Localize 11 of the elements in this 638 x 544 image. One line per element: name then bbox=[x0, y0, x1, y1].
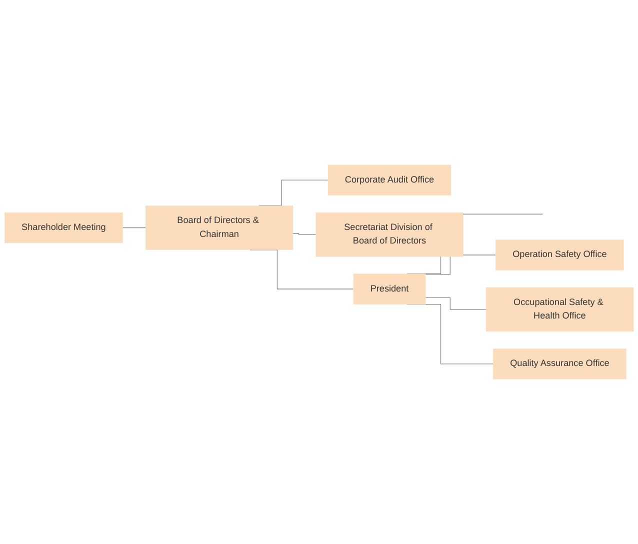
connector bbox=[292, 233, 316, 235]
node-box: Secretariat Division of Board of Directors bbox=[316, 212, 464, 257]
node-box: Operation Safety Office bbox=[496, 240, 624, 270]
connector bbox=[122, 227, 146, 228]
connector bbox=[425, 297, 486, 310]
node-box: Quality Assurance Office bbox=[493, 348, 626, 380]
node-box: President bbox=[353, 274, 426, 304]
node-box: Board of Directors & Chairman bbox=[146, 206, 294, 250]
node-box: Corporate Audit Office bbox=[328, 164, 452, 196]
node-box: Occupational Safety & Health Office bbox=[486, 287, 634, 332]
node-box: Shareholder Meeting bbox=[4, 212, 123, 244]
